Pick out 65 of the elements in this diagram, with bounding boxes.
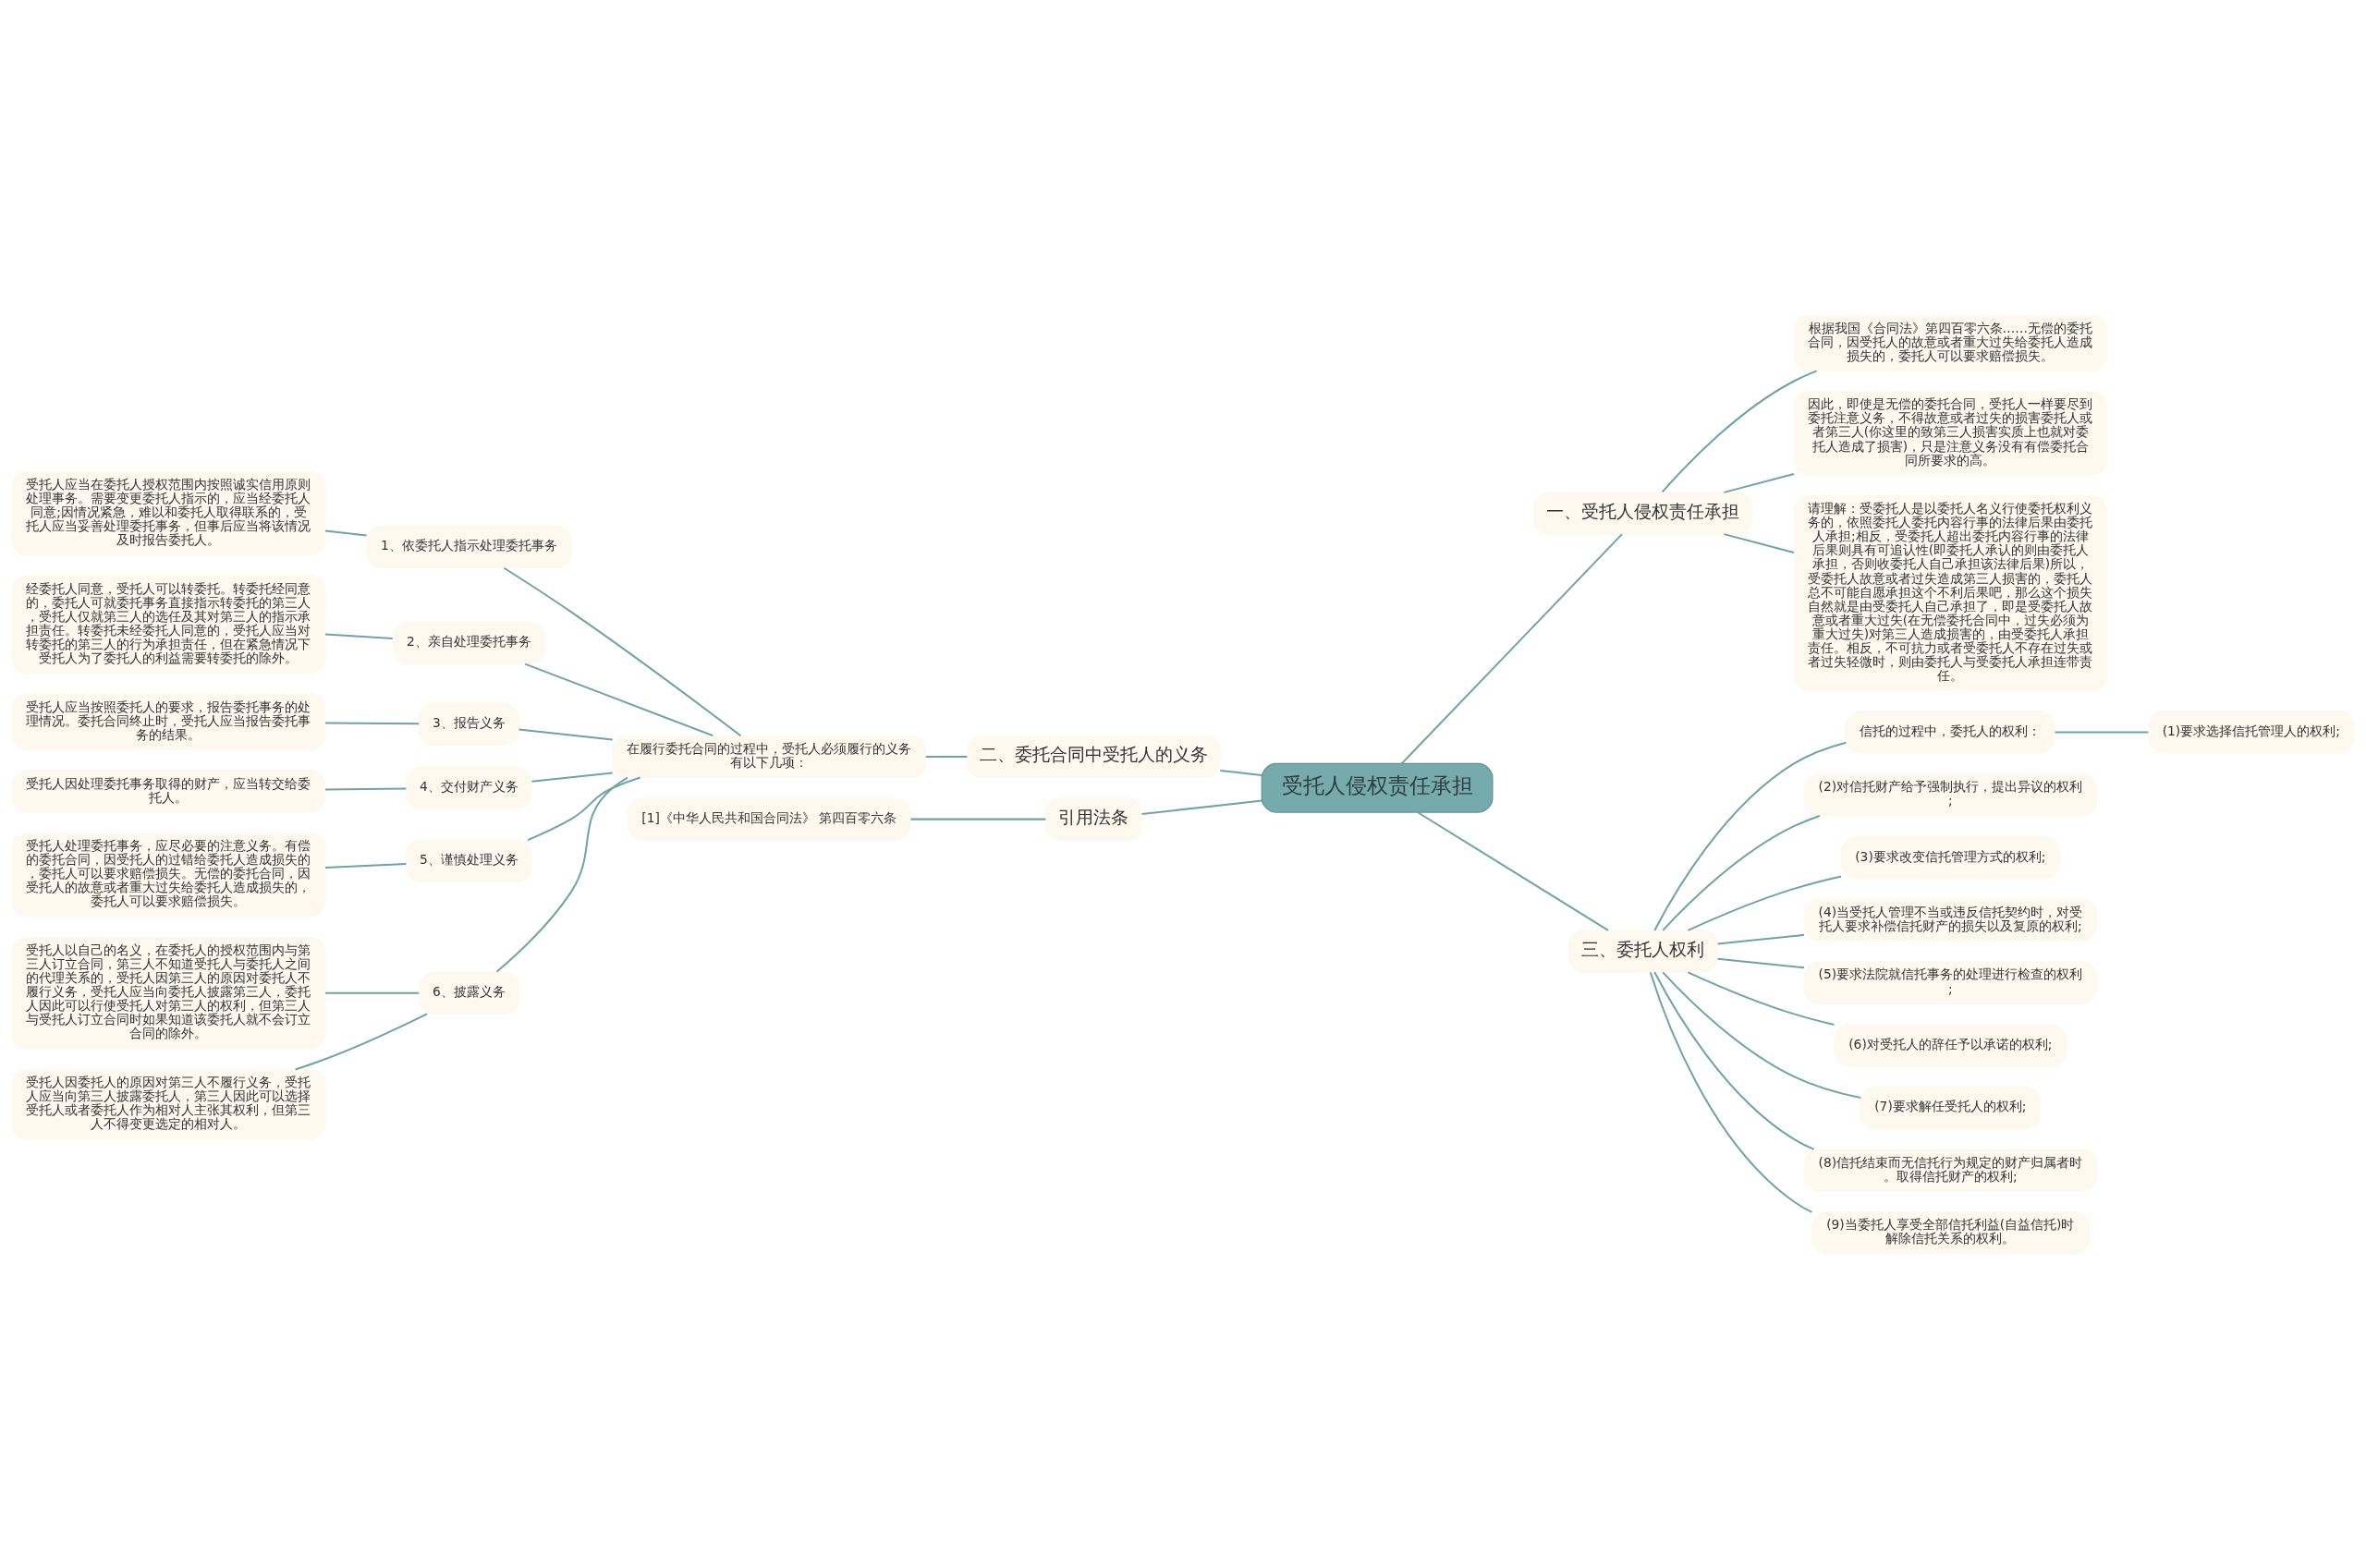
node-box: 信托的过程中，委托人的权利：: [1845, 710, 2055, 754]
connector: [1653, 971, 1815, 1150]
connector: [1724, 532, 1795, 553]
connector: [1688, 970, 1835, 1026]
node-box: 根据我国《合同法》第四百零六条……无偿的委托合同，因受托人的故意或者重大过失给委托人造成损失的，委托人可以要求赔偿损失。: [1793, 313, 2108, 371]
node-box: 1、依委托人指示处理委托事务: [366, 525, 572, 568]
connector: [295, 1012, 428, 1070]
connector: [1417, 810, 1609, 931]
node-box: 三、委托人权利: [1568, 929, 1718, 973]
node-box: 2、亲自处理委托事务: [392, 621, 546, 664]
connector: [325, 991, 420, 994]
node-box: (6)对受托人的辞任予以承诺的权利;: [1834, 1023, 2067, 1066]
connector: [925, 755, 968, 758]
node-box: 受托人因委托人的原因对第三人不履行义务，受托人应当向第三人披露委托人，第三人因此可以选择受托人或者委托人作为相对人主张其权利，但第三人不得变更选定的相对人。: [11, 1068, 326, 1139]
node-box: 在履行委托合同的过程中，受托人必须履行的义务有以下几项：: [612, 735, 927, 778]
node-box: (1)要求选择信托管理人的权利;: [2148, 710, 2355, 754]
connector: [1220, 769, 1262, 776]
node-box: 受托人应当按照委托人的要求，报告委托事务的处理情况。委托合同终止时，受托人应当报告委托事务的结果。: [11, 693, 326, 750]
node-box: 经委托人同意，受托人可以转委托。转委托经同意的，委托人可就委托事务直接指示转委托的第三人，受托人仅就第三人的选任及其对第三人的指示承担责任。转委托未经委托人同意的，受托人应当对转委托的第三人的行为承担责任，但在紧急情况下受托人为了委托人的利益需要转委托的除外。: [11, 575, 326, 674]
node-box: 二、委托合同中受托人的义务: [967, 735, 1221, 778]
node-box: 5、谨慎处理义务: [406, 839, 532, 882]
connector: [2055, 731, 2149, 734]
node-box: 受托人应当在委托人授权范围内按照诚实信用原则处理事务。需要变更委托人指示的，应当经委托人同意;因情况紧急，难以和委托人取得联系的，受托人应当妥善处理委托事务，但事后应当将该情况及时报告委托人。: [11, 470, 326, 555]
node-box: (5)要求法院就信托事务的处理进行检查的权利;: [1803, 960, 2097, 1004]
connector: [1717, 957, 1805, 968]
node-box: 受托人以自己的名义，在委托人的授权范围内与第三人订立合同，第三人不知道受托人与委托人之间的代理关系的，受托人因第三人的原因对委托人不履行义务，受托人应当向委托人披露第三人，委托人因此可以行使受托人对第三人的权利，但第三人与受托人订立合同时如果知道该委托人就不会订立合同的除外。: [11, 936, 326, 1050]
connector: [531, 772, 613, 783]
connector: [1724, 472, 1795, 493]
node-box: [1]《中华人民共和国合同法》 第四百零六条: [627, 796, 911, 841]
connector: [325, 722, 420, 724]
connector: [1662, 971, 1861, 1099]
node-box: 3、报告义务: [418, 702, 519, 746]
connector: [1649, 971, 1812, 1213]
connector: [324, 529, 367, 536]
node-box: 一、受托人侵权责任承担: [1533, 491, 1753, 535]
connector: [518, 728, 613, 741]
node-box: 4、交付财产义务: [406, 766, 532, 809]
connector: [324, 862, 407, 869]
node-box: 6、披露义务: [418, 971, 519, 1015]
node-box: (2)对信托财产给予强制执行，提出异议的权利;: [1803, 772, 2097, 816]
node-box: (3)要求改变信托管理方式的权利;: [1840, 835, 2060, 879]
node-box: 受托人因处理委托事务取得的财产，应当转交给委托人。: [11, 769, 326, 813]
node-box: (7)要求解任受托人的权利;: [1860, 1086, 2042, 1129]
node-box: (4)当受托人管理不当或违反信托契约时，对受托人要求补偿信托财产的损失以及复原的权利;: [1803, 898, 2097, 942]
node-box: (8)信托结束而无信托行为规定的财产归属者时。取得信托财产的权利;: [1803, 1148, 2097, 1192]
connector: [495, 776, 628, 973]
connector: [527, 776, 641, 841]
connector: [1141, 799, 1262, 815]
connector: [1400, 532, 1623, 764]
connector: [325, 787, 407, 791]
node-box: 受托人侵权责任承担: [1261, 762, 1494, 813]
connector: [1661, 369, 1817, 492]
connector: [910, 818, 1046, 820]
node-box: 请理解：受委托人是以委托人名义行使委托权利义务的，依照委托人委托内容行事的法律后果由委托人承担;相反，受委托人超出委托内容行事的法律后果则具有可追认性(即委托人承认的则由委托人承担，否则收委托人自己承担该法律后果)所以，受委托人故意或者过失造成第三人损害的，委托人总不可能自愿承担这个不利后果吧，那么这个损失自然就是由受委托人自己承担了，即是受委托人故意或者重大过失(在无偿委托合同中，过失必须为重大过失)对第三人造成损害的，由受委托人承担责任。相反，不可抗力或者受委托人不存在过失或者过失轻微时，则由委托人与受委托人承担连带责任。: [1793, 494, 2108, 691]
node-box: 引用法条: [1044, 796, 1143, 841]
connector: [324, 632, 393, 639]
node-box: 因此，即使是无偿的委托合同，受托人一样要尽到委托注意义务，不得故意或者过失的损害委托人或者第三人(你这里的致第三人损害实质上也就对委托人造成了损害)，只是注意义务没有有偿委托合同所要求的高。: [1793, 390, 2108, 476]
connector: [1717, 933, 1805, 944]
node-box: 受托人处理委托事务，应尽必要的注意义务。有偿的委托合同，因受托人的过错给委托人造成损失的，委托人可以要求赔偿损失。无偿的委托合同，因受托人的故意或者重大过失给委托人造成损失的，委托人可以要求赔偿损失。: [11, 832, 326, 918]
node-box: (9)当委托人享受全部信托利益(自益信托)时解除信托关系的权利。: [1811, 1210, 2090, 1255]
connector: [1688, 875, 1842, 931]
connector: [1653, 741, 1847, 930]
connector: [524, 662, 713, 736]
connector: [503, 566, 741, 736]
connector: [1662, 814, 1821, 931]
